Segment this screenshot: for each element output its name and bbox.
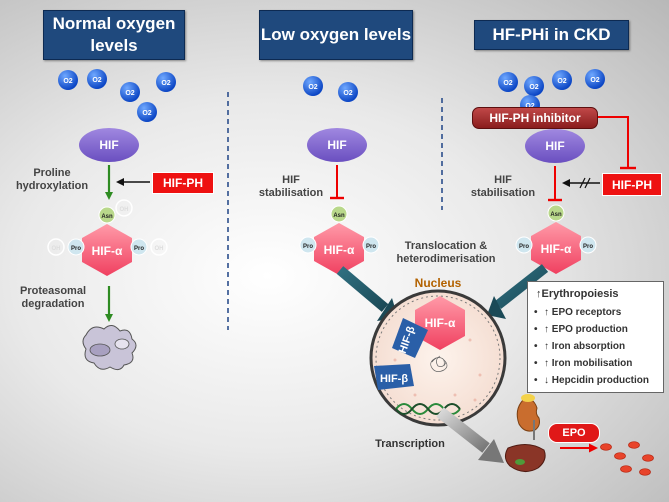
svg-text:HIF-α: HIF-α	[92, 244, 123, 258]
svg-text:HIF-α: HIF-α	[541, 242, 572, 256]
transcription-arrow	[436, 407, 504, 463]
red-blood-cells-icon	[600, 441, 654, 476]
svg-text:O2: O2	[142, 110, 151, 117]
blocked-arrow	[562, 177, 600, 189]
o2-icon: O2	[137, 102, 157, 122]
list-item: •↑ EPO production	[534, 324, 628, 335]
header-normal: Normal oxygen levels	[43, 10, 185, 60]
o2-icon: O2	[552, 70, 572, 90]
svg-text:Pro: Pro	[519, 244, 529, 250]
erythropoiesis-title: ↑Erythropoiesis	[536, 288, 619, 300]
svg-text:OH: OH	[52, 246, 61, 252]
up-arrow-icon: ↑	[544, 307, 549, 318]
svg-text:O2: O2	[525, 103, 534, 110]
epo-oval: EPO	[548, 423, 600, 443]
erythropoiesis-list: •↑ EPO receptors •↑ EPO production •↑ Ir…	[528, 304, 663, 389]
o2-icon: O2	[498, 72, 518, 92]
svg-text:OH: OH	[120, 207, 129, 213]
down-arrow-icon: ↓	[544, 375, 549, 386]
svg-text:O2: O2	[590, 77, 599, 84]
svg-text:Asn: Asn	[101, 214, 113, 220]
hif-a-complex-ckd: Asn HIF-α Pro Pro	[515, 204, 597, 274]
header-low: Low oxygen levels	[259, 10, 413, 60]
svg-text:HIF: HIF	[545, 139, 564, 153]
label-proteasomal-degradation: Proteasomal degradation	[19, 285, 87, 310]
proteasome-icon	[82, 325, 137, 371]
hif-b-nuclear: HIF-β	[392, 318, 428, 358]
svg-text:Asn: Asn	[550, 212, 562, 218]
svg-text:O2: O2	[308, 84, 317, 91]
svg-text:O2: O2	[503, 80, 512, 87]
inhibition-marker-ckd	[548, 166, 562, 202]
o2-icon: O2	[338, 82, 358, 102]
label-translocation: Translocation & heterodimerisation	[396, 240, 496, 265]
svg-text:O2: O2	[161, 80, 170, 87]
inhibitor-connector	[597, 116, 636, 170]
kidney-icon	[516, 394, 540, 432]
svg-text:O2: O2	[529, 84, 538, 91]
o2-icon: O2	[120, 82, 140, 102]
hif-a-nuclear: HIF-α	[415, 296, 465, 350]
svg-text:Pro: Pro	[366, 244, 376, 250]
o2-icon: O2	[58, 70, 78, 90]
svg-text:Pro: Pro	[134, 246, 144, 252]
translocation-arrow-right	[487, 264, 549, 319]
up-arrow-icon: ↑	[544, 358, 549, 369]
svg-text:HIF: HIF	[99, 138, 118, 152]
inhibition-marker-low	[330, 165, 344, 200]
o2-icon: O2	[87, 69, 107, 89]
hif-ph-inhibitor-box: HIF-PH inhibitor	[472, 107, 598, 129]
label-nucleus: Nucleus	[414, 276, 462, 290]
hif-a-complex-low: Asn HIF-α Pro Pro	[299, 205, 380, 275]
hif-b-free: HIF-β	[374, 364, 414, 390]
svg-text:HIF-β: HIF-β	[380, 373, 408, 385]
list-item: •↑ Iron absorption	[534, 341, 626, 352]
o2-icon: O2	[524, 76, 544, 96]
hif-ellipse-ckd: HIF	[525, 129, 585, 163]
list-item: •↑ EPO receptors	[534, 307, 622, 318]
svg-text:O2: O2	[92, 77, 101, 84]
chromatin-icon	[430, 355, 448, 372]
liver-icon	[504, 444, 546, 472]
header-ckd: HF-PHi in CKD	[474, 20, 629, 50]
svg-text:O2: O2	[557, 78, 566, 85]
label-hif-stabilisation-low: HIF stabilisation	[258, 174, 324, 199]
up-arrow-icon: ↑	[544, 324, 549, 335]
svg-text:HIF-α: HIF-α	[324, 243, 355, 257]
svg-text:OH: OH	[155, 246, 164, 252]
o2-icon: O2	[156, 72, 176, 92]
svg-text:Pro: Pro	[303, 244, 313, 250]
up-arrow-icon: ↑	[544, 341, 549, 352]
erythropoiesis-panel: ↑Erythropoiesis •↑ EPO receptors •↑ EPO …	[527, 281, 664, 393]
label-transcription: Transcription	[375, 438, 445, 450]
o2-molecules: O2 O2 O2 O2 O2 O2 O2 O2 O2 O2 O2 O2	[58, 69, 605, 122]
list-item: •↓ Hepcidin production	[534, 375, 649, 386]
o2-icon: O2	[303, 76, 323, 96]
hif-ph-box-normal: HIF-PH	[152, 172, 214, 194]
hif-ph-box-ckd: HIF-PH	[602, 173, 662, 196]
svg-text:Pro: Pro	[583, 244, 593, 250]
label-hif-stabilisation-ckd: HIF stabilisation	[470, 174, 536, 199]
svg-text:HIF-α: HIF-α	[425, 316, 456, 330]
svg-text:Pro: Pro	[71, 246, 81, 252]
hif-ellipse-normal: HIF	[79, 128, 139, 162]
up-arrow-icon: ↑	[536, 288, 542, 300]
hif-a-complex-normal: OH Asn HIF-α Pro Pro OH OH	[47, 199, 168, 276]
svg-text:Asn: Asn	[333, 213, 345, 219]
svg-text:HIF: HIF	[327, 138, 346, 152]
svg-text:O2: O2	[125, 90, 134, 97]
hif-ellipse-low: HIF	[307, 128, 367, 162]
label-proline-hydroxylation: Proline hydroxylation	[15, 167, 89, 192]
svg-text:O2: O2	[343, 90, 352, 97]
o2-icon: O2	[585, 69, 605, 89]
svg-text:O2: O2	[63, 78, 72, 85]
list-item: •↑ Iron mobilisation	[534, 358, 633, 369]
